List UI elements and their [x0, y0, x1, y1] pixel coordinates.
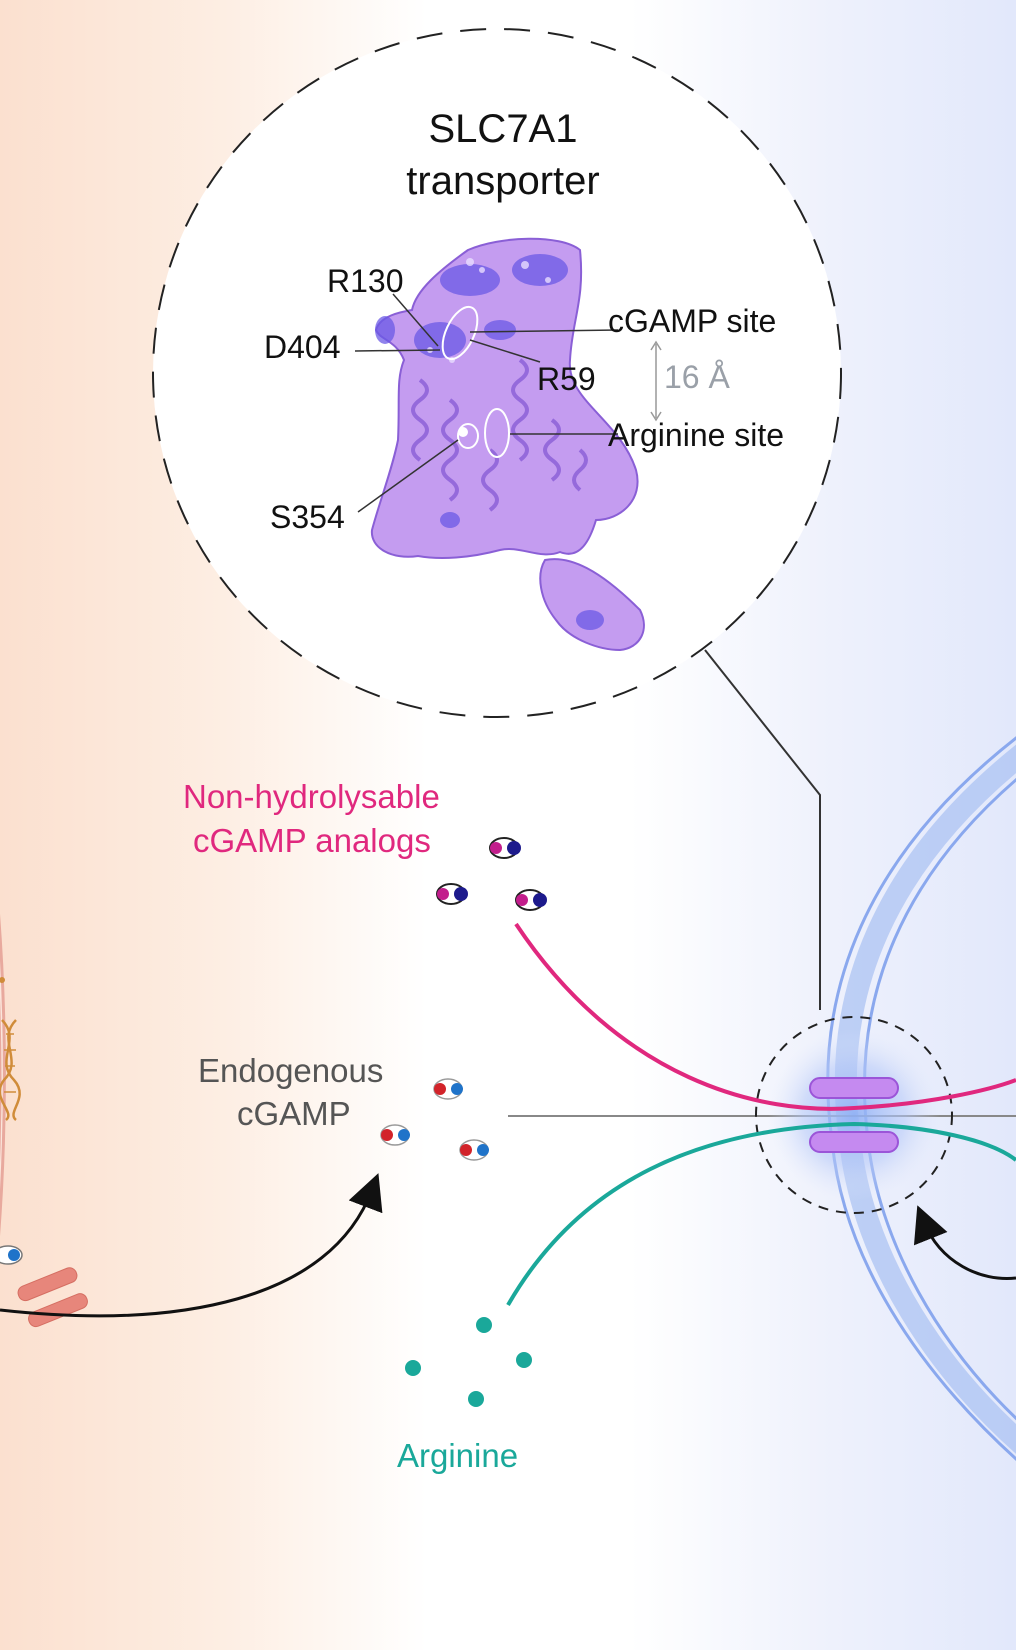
right-arrow: [913, 1205, 1016, 1281]
zoom-connector-line: [704, 649, 821, 1010]
analog-molecule: [515, 889, 547, 911]
slc7a1-transporter: [809, 1077, 899, 1153]
cgamp-molecule: [380, 1124, 410, 1146]
arginine-site-outline: [484, 408, 510, 458]
cgamp-site-label: cGAMP site: [608, 303, 776, 339]
arginine-molecules: [405, 1317, 532, 1407]
cgamp-site-outline: [441, 305, 479, 361]
analogs-label-line2: cGAMP analogs: [193, 822, 431, 859]
cgamp-molecule: [459, 1139, 489, 1161]
analogs-label-line1: Non-hydrolysable: [183, 778, 440, 815]
endogenous-label-line1: Endogenous: [198, 1052, 383, 1089]
export-arrow: [0, 1173, 383, 1318]
analog-molecule: [489, 837, 521, 859]
arginine-path: [506, 1121, 1016, 1306]
dna-helix-icon: [0, 977, 21, 1121]
analog-molecule: [436, 883, 468, 905]
distance-label: 16 Å: [664, 359, 730, 395]
residue-label-r130: R130: [327, 263, 404, 299]
arginine-dot: [476, 1317, 492, 1333]
distance-marker: [650, 340, 662, 422]
residue-label-d404: D404: [264, 329, 341, 365]
arginine-label: Arginine: [397, 1437, 518, 1474]
cgamp-molecule: [433, 1078, 463, 1100]
residue-label-r59: R59: [537, 361, 596, 397]
arginine-site-label: Arginine site: [608, 417, 784, 453]
arginine-dot: [516, 1352, 532, 1368]
slc7a1-protein-structure: [370, 237, 645, 652]
arginine-dot: [468, 1391, 484, 1407]
residue-label-s354: S354: [270, 499, 345, 535]
arginine-dot: [405, 1360, 421, 1376]
zoom-title-line2: transporter: [406, 159, 599, 203]
endogenous-label-line2: cGAMP: [237, 1095, 351, 1132]
left-cgamp-molecule: [0, 1245, 23, 1265]
transporter-zoom-ring: [755, 1016, 953, 1214]
leader-lines: [354, 293, 619, 513]
arginine-site-outline-small: [457, 423, 479, 449]
analog-path: [514, 922, 1016, 1111]
left-cell: [0, 915, 88, 1328]
transporter-glow: [768, 1029, 940, 1201]
endogenous-cgamp-molecules: [380, 1078, 489, 1161]
analog-molecules: [436, 837, 547, 911]
zoom-title-line1: SLC7A1: [429, 107, 578, 151]
left-transporter: [17, 1267, 88, 1328]
